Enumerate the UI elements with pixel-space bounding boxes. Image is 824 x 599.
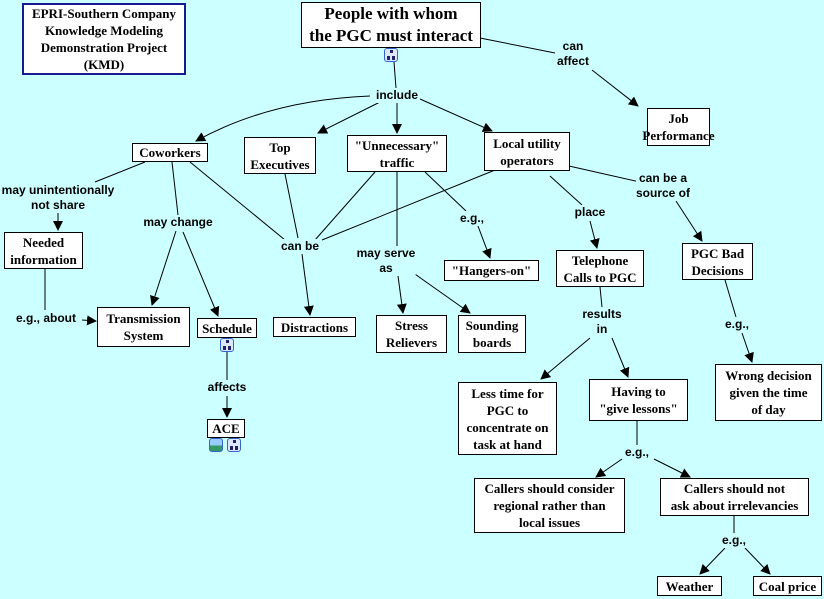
link-line <box>599 286 603 308</box>
concept-map-icon[interactable] <box>384 48 398 62</box>
link-line <box>195 95 371 142</box>
phrase-include[interactable]: include <box>375 88 419 103</box>
link-line <box>94 161 146 183</box>
phrase-eg[interactable]: e.g., <box>459 211 485 226</box>
link-line <box>611 337 630 378</box>
phrase-can-be[interactable]: can be <box>280 239 320 254</box>
concept-less-time[interactable]: Less time for PGC to concentrate on task… <box>458 382 557 455</box>
link-line <box>477 225 492 259</box>
link-line <box>150 230 177 306</box>
phrase-may-not-share[interactable]: may unintentionally not share <box>1 183 115 213</box>
concept-local-utility-operators[interactable]: Local utility operators <box>484 132 570 171</box>
link-line <box>744 547 771 575</box>
link-line <box>396 275 407 314</box>
concept-sounding-boards[interactable]: Sounding boards <box>458 315 526 353</box>
phrase-place[interactable]: place <box>574 205 606 220</box>
concept-needed-information[interactable]: Needed information <box>4 232 83 269</box>
concept-job-performance[interactable]: Job Performance <box>642 108 715 146</box>
concept-give-lessons[interactable]: Having to "give lessons" <box>589 379 688 421</box>
link-line <box>549 175 583 206</box>
phrase-results-in[interactable]: results in <box>582 307 622 337</box>
link-line <box>393 61 397 89</box>
phrase-can-be-source-of[interactable]: can be a source of <box>635 171 691 201</box>
concept-pgc-bad-decisions[interactable]: PGC Bad Decisions <box>682 243 753 280</box>
link-line <box>479 37 556 54</box>
phrase-eg[interactable]: e.g., <box>624 445 650 460</box>
link-line <box>675 200 703 242</box>
phrase-eg[interactable]: e.g., <box>721 533 747 548</box>
link-line <box>653 458 691 478</box>
link-line <box>591 69 639 107</box>
link-line <box>182 231 220 317</box>
concept-coal-price[interactable]: Coal price <box>753 576 822 596</box>
concept-unnecessary-traffic[interactable]: "Unnecessary" traffic <box>347 135 447 172</box>
concept-top-executives[interactable]: Top Executives <box>244 137 316 174</box>
concept-wrong-decision[interactable]: Wrong decision given the time of day <box>715 364 822 421</box>
phrase-eg-about[interactable]: e.g., about <box>16 311 76 326</box>
concept-root[interactable]: People with whom the PGC must interact <box>301 2 481 48</box>
concept-regional-issues[interactable]: Callers should consider regional rather … <box>474 478 625 533</box>
concept-telephone-calls[interactable]: Telephone Calls to PGC <box>556 250 644 287</box>
concept-distractions[interactable]: Distractions <box>273 317 356 337</box>
phrase-eg[interactable]: e.g., <box>724 317 750 332</box>
image-icon[interactable] <box>209 438 223 452</box>
phrase-may-serve-as[interactable]: may serve as <box>356 246 416 276</box>
concept-weather[interactable]: Weather <box>657 576 722 596</box>
link-line <box>699 547 726 575</box>
link-line <box>724 279 737 318</box>
phrase-affects[interactable]: affects <box>207 380 247 395</box>
project-title-box: EPRI-Southern Company Knowledge Modeling… <box>22 3 186 75</box>
link-line <box>568 165 641 183</box>
concept-hangers-on[interactable]: "Hangers-on" <box>444 260 539 281</box>
concept-map-icon[interactable] <box>227 438 241 452</box>
concept-stress-relievers[interactable]: Stress Relievers <box>376 315 447 353</box>
link-line <box>540 337 591 380</box>
concept-transmission-system[interactable]: Transmission System <box>97 307 190 347</box>
concept-map-icon[interactable] <box>220 338 234 352</box>
phrase-may-change[interactable]: may change <box>143 215 213 230</box>
concept-coworkers[interactable]: Coworkers <box>132 143 208 162</box>
link-line <box>189 161 286 241</box>
link-line <box>314 171 376 241</box>
concept-irrelevancies[interactable]: Callers should not ask about irrelevanci… <box>660 478 809 516</box>
phrase-can-affect[interactable]: can affect <box>556 39 590 69</box>
link-line <box>321 167 501 241</box>
link-line <box>171 161 179 216</box>
link-line <box>284 173 299 239</box>
link-line <box>424 171 467 212</box>
link-line <box>595 458 623 478</box>
link-line <box>419 98 493 132</box>
link-line <box>411 271 471 314</box>
link-line <box>81 315 97 326</box>
link-line <box>317 101 381 134</box>
concept-schedule[interactable]: Schedule <box>197 318 257 338</box>
concept-ace[interactable]: ACE <box>207 419 245 438</box>
link-line <box>589 220 600 249</box>
link-line <box>741 332 754 363</box>
link-line <box>301 253 314 316</box>
